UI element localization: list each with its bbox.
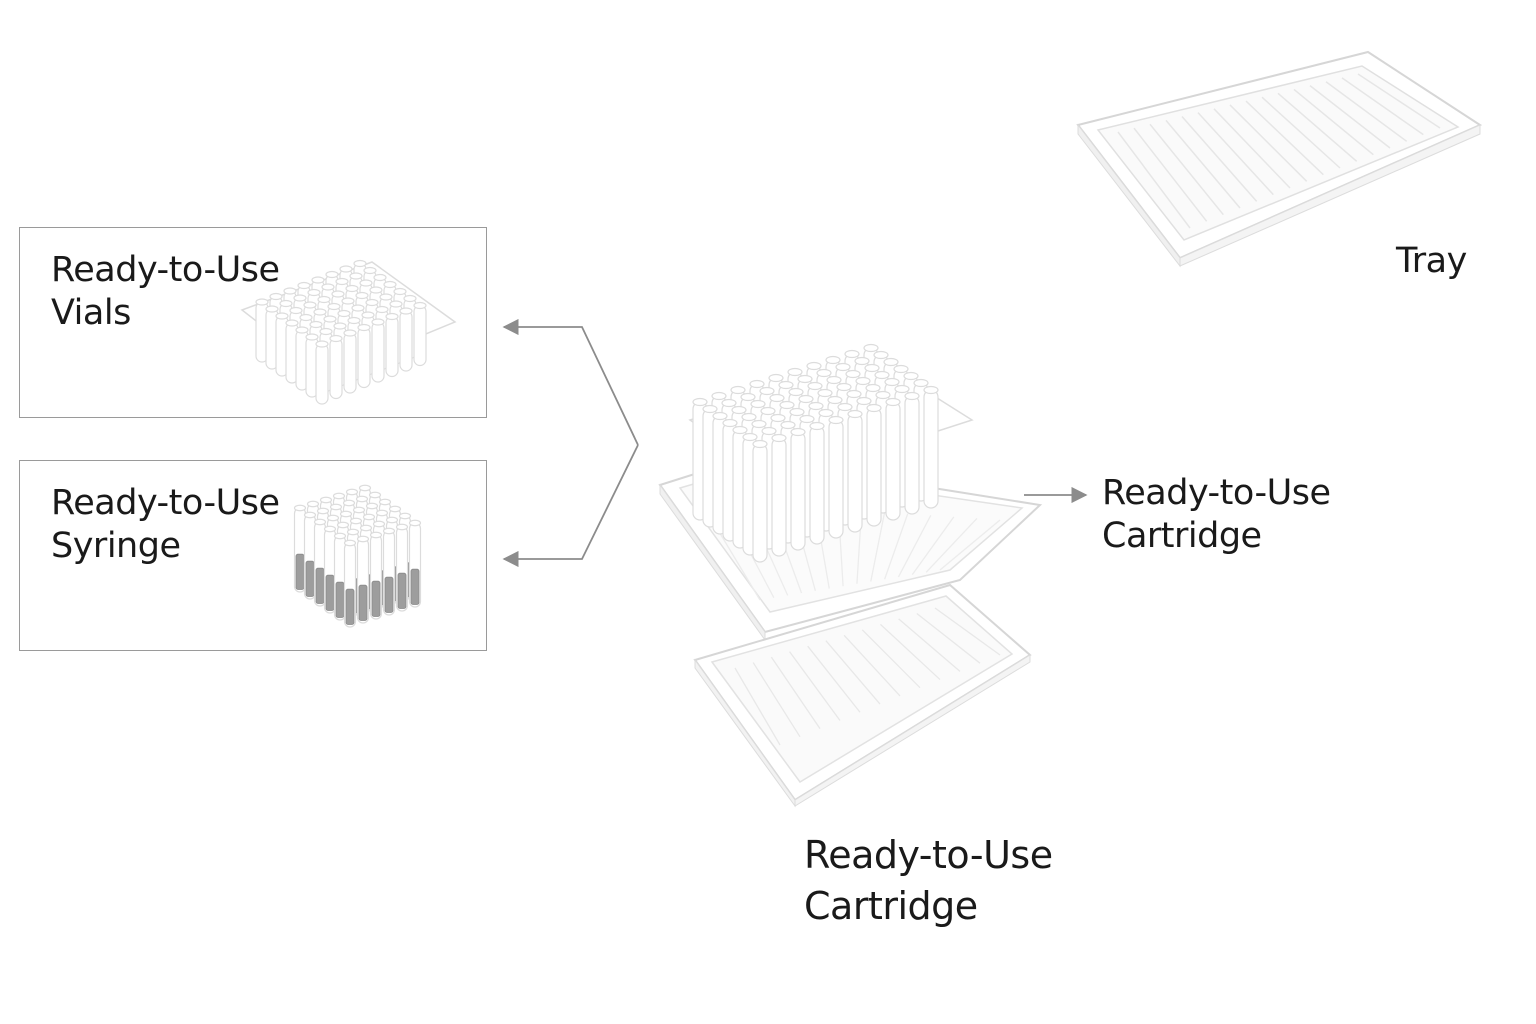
cartridge-right-line2: Cartridge xyxy=(1102,515,1262,556)
tube xyxy=(771,433,787,557)
tube xyxy=(385,312,399,378)
tube xyxy=(847,409,863,533)
tube xyxy=(333,532,347,621)
cartridge-right-label: Ready-to-Use Cartridge xyxy=(1102,472,1331,557)
vials-label-line2: Vials xyxy=(51,292,131,333)
tube xyxy=(408,519,422,608)
tube xyxy=(809,421,825,545)
connector-arrows xyxy=(502,318,1088,568)
vials-label-line1: Ready-to-Use xyxy=(51,250,280,290)
tube xyxy=(303,511,317,600)
tube xyxy=(904,391,920,515)
syringe-label: Ready-to-Use Syringe xyxy=(51,482,280,567)
cartridge-bottom-line1: Ready-to-Use xyxy=(804,833,1053,877)
tray-label: Tray xyxy=(1396,240,1467,283)
tube xyxy=(790,427,806,551)
syringe-label-line1: Ready-to-Use xyxy=(51,483,280,523)
tube xyxy=(413,301,427,367)
vial-rack-icon xyxy=(240,259,457,405)
tub-icon xyxy=(693,583,1032,808)
tube xyxy=(323,525,337,614)
syringe-label-line2: Syringe xyxy=(51,525,181,566)
tube xyxy=(357,323,371,389)
cartridge-right-line1: Ready-to-Use xyxy=(1102,473,1331,513)
tube xyxy=(343,539,357,628)
tube xyxy=(343,329,357,394)
tube xyxy=(866,403,882,527)
syringe-rack-icon xyxy=(293,484,422,628)
cartridge-bottom-label: Ready-to-Use Cartridge xyxy=(804,830,1053,933)
vials-label: Ready-to-Use Vials xyxy=(51,249,280,334)
tube xyxy=(356,535,370,624)
arrow-icon xyxy=(502,318,639,446)
tube xyxy=(369,531,383,620)
tube xyxy=(828,415,844,539)
tube xyxy=(382,527,396,616)
tube xyxy=(329,334,343,400)
tube xyxy=(399,307,413,372)
tube xyxy=(315,340,329,405)
nest-with-tubes-icon xyxy=(688,343,974,563)
tray-label-text: Tray xyxy=(1396,241,1467,281)
empty-tray-icon xyxy=(1076,50,1483,268)
cartridge-bottom-line2: Cartridge xyxy=(804,884,978,929)
tube xyxy=(293,504,307,593)
tube xyxy=(313,518,327,607)
tube xyxy=(395,523,409,612)
arrow-icon xyxy=(502,444,639,568)
tube xyxy=(923,385,939,509)
tube xyxy=(885,397,901,521)
tube xyxy=(371,318,385,383)
tube xyxy=(752,439,768,563)
